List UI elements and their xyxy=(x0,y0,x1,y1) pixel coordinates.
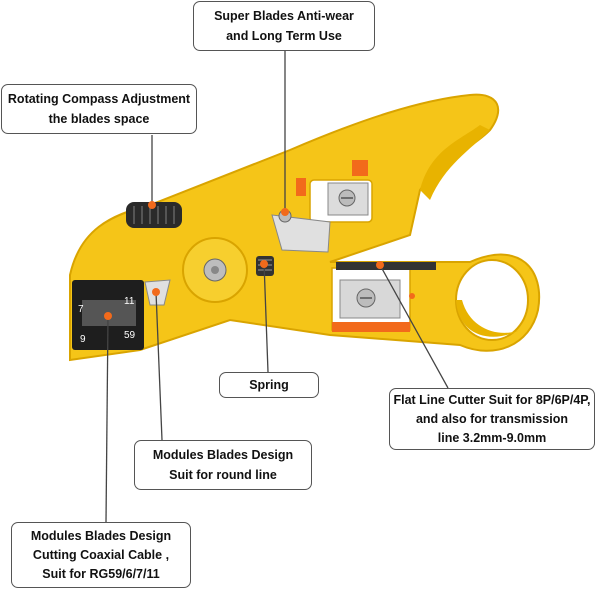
coax-marking-9: 9 xyxy=(80,334,86,345)
tool-ring-hole xyxy=(455,259,529,341)
indicator-dots xyxy=(104,201,415,320)
flat-cutter-accent xyxy=(332,322,410,332)
compass-knob xyxy=(126,202,182,228)
flat-cutter-dark-strip xyxy=(336,262,436,270)
callout-spring: Spring xyxy=(219,372,319,398)
tool-ring-shade xyxy=(456,300,520,337)
middle-blade xyxy=(271,214,331,253)
leader-lines xyxy=(105,50,449,523)
coax-marking-11: 11 xyxy=(124,296,135,307)
callout-super-blades: Super Blades Anti-wear and Long Term Use xyxy=(193,1,375,51)
top-blade-accent-2 xyxy=(296,178,306,196)
callout-flat-line-cutter: Flat Line Cutter Suit for 8P/6P/4P, and … xyxy=(389,388,595,450)
top-blade-accent xyxy=(352,160,368,176)
tool-hook xyxy=(420,125,490,200)
coax-marking-7: 7 xyxy=(78,304,84,315)
coax-marking-59: 59 xyxy=(124,330,136,341)
callout-rotating-compass: Rotating Compass Adjustment the blades s… xyxy=(1,84,197,134)
callout-modules-round-line: Modules Blades Design Suit for round lin… xyxy=(134,440,312,490)
callout-modules-coaxial: Modules Blades Design Cutting Coaxial Ca… xyxy=(11,522,191,588)
